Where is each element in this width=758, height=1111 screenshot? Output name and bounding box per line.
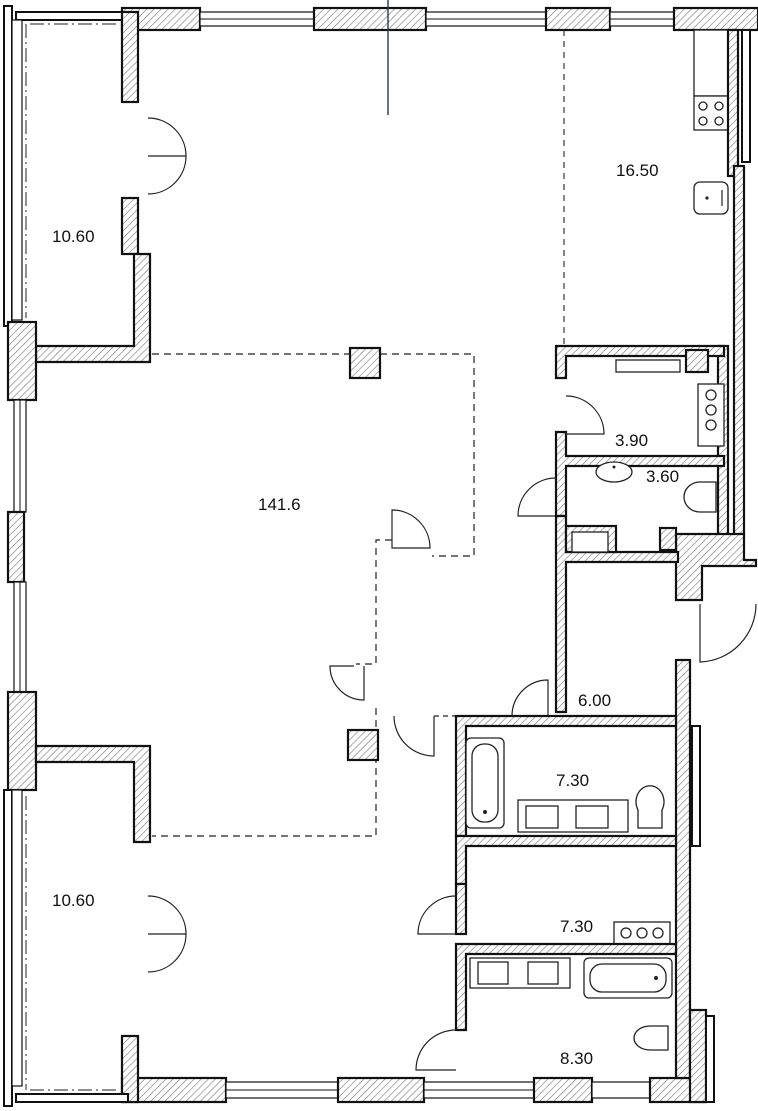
bottom-wall (120, 1076, 708, 1104)
room-labels: 10.60 16.50 141.6 3.90 3.60 6.00 7.30 7.… (52, 161, 679, 1068)
door-swing (391, 509, 431, 549)
column-bottom (346, 728, 380, 762)
shelf (615, 359, 681, 373)
stove-icon (693, 95, 729, 131)
area-dressing: 7.30 (560, 917, 593, 936)
area-kitchen: 16.50 (616, 161, 659, 180)
basin-icon (595, 461, 633, 483)
living-zone-outline (152, 346, 475, 837)
area-bath-2: 8.30 (560, 1049, 593, 1068)
bath-2-zone (415, 882, 678, 1071)
balcony-top-walls (3, 5, 187, 402)
area-living: 141.6 (258, 495, 301, 514)
toilet-icon (633, 1025, 669, 1051)
toilet-icon (635, 785, 665, 829)
area-balcony-top: 10.60 (52, 227, 95, 246)
door-swing (329, 665, 365, 701)
balcony-bottom-walls (3, 690, 187, 1107)
sink-icon (693, 181, 729, 215)
area-hall: 6.00 (578, 691, 611, 710)
top-wall (120, 6, 758, 32)
left-wall (6, 399, 27, 693)
kitchen-counter (693, 29, 729, 97)
toilet-icon (683, 481, 717, 513)
door-swing (393, 715, 435, 757)
area-balcony-bottom: 10.60 (52, 891, 95, 910)
column-top (348, 346, 382, 380)
area-wc: 3.60 (646, 467, 679, 486)
area-laundry: 3.90 (615, 431, 648, 450)
area-bath-1: 7.30 (556, 771, 589, 790)
service-block (517, 344, 726, 714)
kitchen-zone (563, 29, 729, 350)
